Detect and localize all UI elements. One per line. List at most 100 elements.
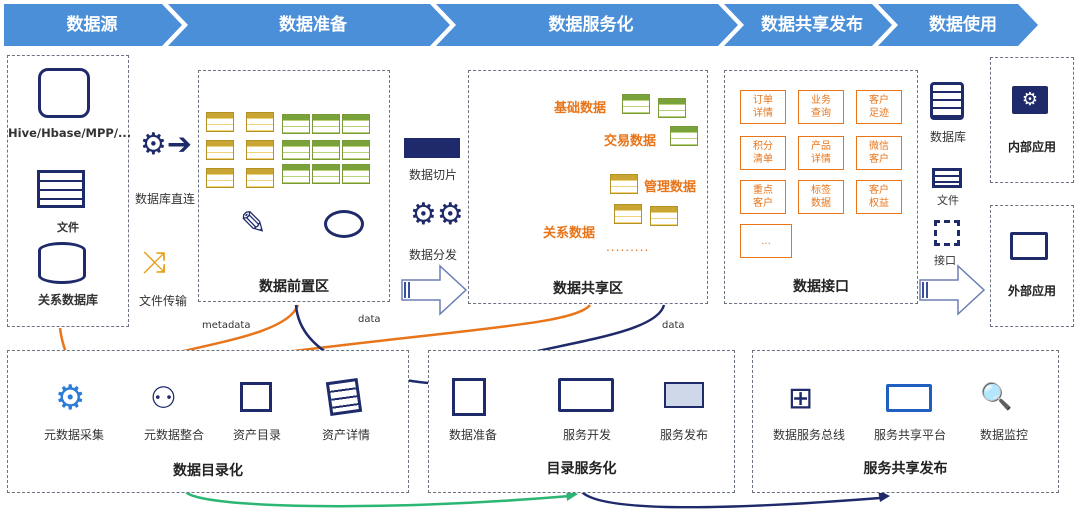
share-ellipsis: ......... xyxy=(606,240,650,254)
green-flow-arrow xyxy=(185,491,571,508)
catalog-item-4: 资产详情 xyxy=(321,428,370,442)
stage-label-share: 数据共享发布 xyxy=(761,15,863,35)
table-icon xyxy=(282,164,310,184)
server-slice-icon xyxy=(404,138,460,158)
api-icon xyxy=(934,220,960,246)
interface-cell-product-detail: 产品 详情 xyxy=(798,136,844,170)
share-zone-title: 数据共享区 xyxy=(553,281,623,297)
db-direct-label: 数据库直连 xyxy=(134,192,195,206)
catalog-box xyxy=(7,350,409,493)
stage-label-usage: 数据使用 xyxy=(929,15,997,35)
data-prep-icon xyxy=(452,378,486,416)
table-icon xyxy=(670,126,698,146)
monitor-alert-icon: 🔍 xyxy=(980,382,1013,412)
stage-label-service: 数据服务化 xyxy=(548,15,634,35)
table-icon xyxy=(622,94,650,114)
share-label-relation: 关系数据 xyxy=(543,226,596,241)
asset-detail-icon xyxy=(325,377,363,417)
database-icon xyxy=(930,82,964,120)
table-icon xyxy=(650,206,678,226)
file-transfer-label: 文件传输 xyxy=(138,294,187,308)
stage-label-source: 数据源 xyxy=(66,15,118,35)
chevron-3 xyxy=(436,4,738,46)
gear-arrow-icon: ⚙➔ xyxy=(140,127,193,162)
external-app-label: 外部应用 xyxy=(1007,284,1056,298)
catalog-title: 数据目录化 xyxy=(173,463,243,479)
share-label-basic: 基础数据 xyxy=(554,101,607,116)
source-rdb-label: 关系数据库 xyxy=(37,293,98,307)
chevron-1 xyxy=(4,4,182,46)
table-icon xyxy=(342,164,370,184)
file-icon xyxy=(37,170,85,208)
service-bus-icon: ⊞ xyxy=(788,381,814,416)
database-cluster-icon xyxy=(38,68,90,118)
distribute-label: 数据分发 xyxy=(408,248,457,262)
stage-label-prep: 数据准备 xyxy=(279,15,347,35)
share-publish-box xyxy=(752,350,1059,493)
asset-catalog-icon xyxy=(240,382,272,412)
output-file-label: 文件 xyxy=(937,194,959,207)
hollow-arrow-1 xyxy=(401,264,468,316)
chevron-2 xyxy=(168,4,450,46)
catalog-service-box xyxy=(428,350,735,493)
table-icon xyxy=(246,140,274,160)
monitor-chart-icon xyxy=(1010,232,1048,260)
table-icon xyxy=(312,140,340,160)
interface-cell-key-customer: 重点 客户 xyxy=(740,180,786,214)
tools-icon: ✎ xyxy=(240,204,267,242)
share-publish-title: 服务共享发布 xyxy=(863,461,948,477)
table-icon xyxy=(206,112,234,132)
flow-label-data-2: data xyxy=(662,320,685,331)
catalog-service-item-2: 服务开发 xyxy=(562,428,611,442)
table-icon xyxy=(246,168,274,188)
interface-cell-order-detail: 订单 详情 xyxy=(740,90,786,124)
output-db-label: 数据库 xyxy=(929,130,966,144)
hollow-arrow-stripes xyxy=(404,282,928,298)
file-icon xyxy=(932,168,962,188)
internal-app-label: 内部应用 xyxy=(1007,140,1056,154)
stage-banner xyxy=(4,4,1038,46)
table-icon xyxy=(342,114,370,134)
share-label-trade: 交易数据 xyxy=(604,134,657,149)
interface-cell-customer-footprint: 客户 足迹 xyxy=(856,90,902,124)
interface-title: 数据接口 xyxy=(793,279,849,295)
interface-cell-points-list: 积分 清单 xyxy=(740,136,786,170)
catalog-item-3: 资产目录 xyxy=(232,428,281,442)
arrowhead xyxy=(878,490,890,502)
interface-cell-more: ... xyxy=(740,224,792,258)
service-dev-icon xyxy=(558,378,614,412)
catalog-service-title: 目录服务化 xyxy=(546,461,617,477)
table-icon xyxy=(206,140,234,160)
gears-icon: ⚙⚙ xyxy=(410,197,464,232)
relational-database-icon xyxy=(38,242,86,284)
source-hive-label: Hive/Hbase/MPP/... xyxy=(8,126,132,140)
catalog-service-item-1: 数据准备 xyxy=(448,428,497,442)
chevron-5 xyxy=(878,4,1038,46)
table-icon xyxy=(342,140,370,160)
table-icon xyxy=(312,164,340,184)
service-publish-icon xyxy=(664,382,704,408)
metadata-integrate-icon: ⚇ xyxy=(150,381,177,416)
monitor-gear-icon: ⚙ xyxy=(1012,86,1048,114)
hollow-arrow-2 xyxy=(919,264,986,316)
table-icon xyxy=(610,174,638,194)
table-icon xyxy=(282,114,310,134)
share-publish-item-2: 服务共享平台 xyxy=(873,428,946,442)
external-app-box xyxy=(990,205,1074,327)
source-file-label: 文件 xyxy=(57,221,79,234)
table-icon xyxy=(246,112,274,132)
interface-cell-business-query: 业务 查询 xyxy=(798,90,844,124)
table-icon xyxy=(282,140,310,160)
laptop-icon xyxy=(886,384,932,412)
internal-app-box xyxy=(990,57,1074,183)
catalog-item-2: 元数据整合 xyxy=(143,428,204,442)
shuffle-icon: ⤨ xyxy=(142,245,166,280)
metadata-collect-icon: ⚙ xyxy=(55,378,86,418)
table-icon xyxy=(312,114,340,134)
slice-label: 数据切片 xyxy=(408,168,457,182)
chevron-4 xyxy=(724,4,892,46)
share-label-manage: 管理数据 xyxy=(644,180,697,195)
interface-cell-tag-data: 标签 数据 xyxy=(798,180,844,214)
catalog-service-item-3: 服务发布 xyxy=(659,428,708,442)
table-icon xyxy=(658,98,686,118)
